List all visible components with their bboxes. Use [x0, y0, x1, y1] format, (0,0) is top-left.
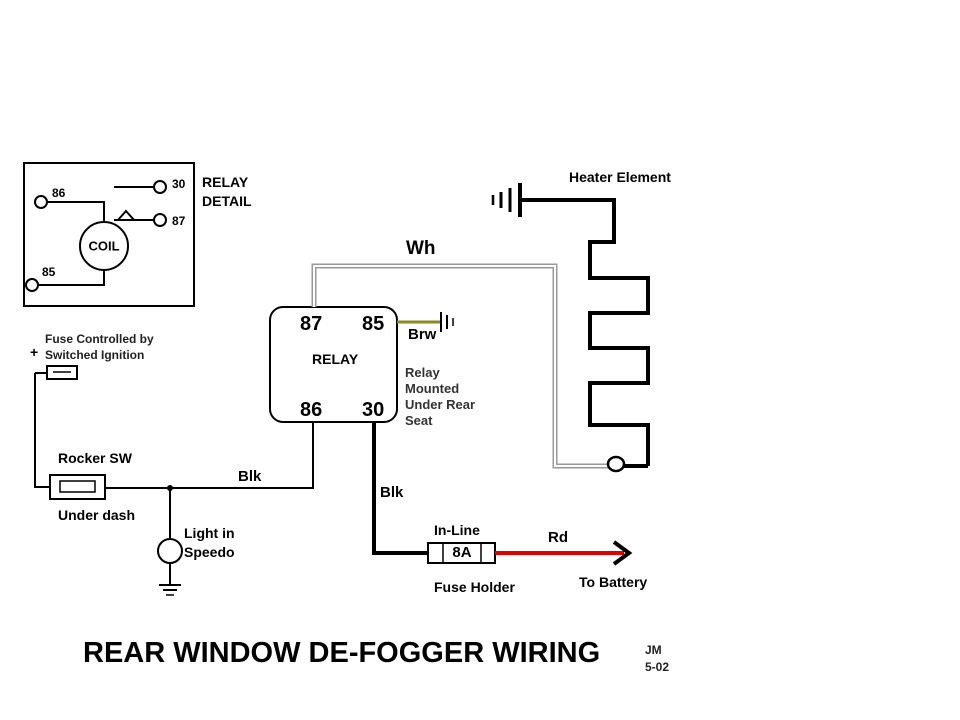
pin-85-label: 85: [42, 265, 56, 279]
speedo-light-label-2: Speedo: [184, 544, 235, 560]
positive-sign: +: [30, 344, 38, 360]
relay-label: RELAY: [312, 351, 359, 367]
relay-detail-title-2: DETAIL: [202, 193, 252, 209]
heater-element-label: Heater Element: [569, 169, 671, 185]
relay-mount-note-4: Seat: [405, 413, 433, 428]
inline-fuse-bottom-label: Fuse Holder: [434, 579, 515, 595]
pin-86-terminal: [34, 195, 48, 209]
relay-terminal-86: 86: [300, 399, 322, 421]
battery-label: To Battery: [579, 574, 647, 590]
coil-label: COIL: [88, 238, 119, 253]
fuse-rating: 8A: [452, 544, 471, 561]
relay-mount-note-3: Under Rear: [405, 397, 475, 412]
pin-30-label: 30: [172, 177, 186, 191]
speedo-light-symbol: [157, 538, 183, 564]
ignition-fuse-symbol: [35, 365, 78, 380]
pin-87-label: 87: [172, 214, 186, 228]
rocker-switch-label: Rocker SW: [58, 450, 133, 466]
contact-87-arrow: [117, 209, 135, 221]
pin-86-label: 86: [52, 186, 66, 200]
relay-terminal-85: 85: [362, 313, 384, 335]
heater-terminal: [606, 455, 626, 473]
white-wire-label: Wh: [406, 238, 436, 259]
speedo-light-label-1: Light in: [184, 525, 235, 541]
rocker-switch-location: Under dash: [58, 507, 135, 523]
fuse-ignition-label-2: Switched Ignition: [45, 348, 144, 362]
relay-detail-title-1: RELAY: [202, 174, 249, 190]
fuse-ignition-label-1: Fuse Controlled by: [45, 332, 154, 346]
pin-85-wire: [38, 270, 105, 286]
rocker-switch-symbol: [49, 474, 106, 500]
relay-mount-note-1: Relay: [405, 365, 440, 380]
pin-86-wire: [47, 201, 105, 222]
ignition-feed-wire: [34, 373, 50, 488]
switch-to-relay-wire: [105, 422, 314, 489]
red-wire-label: Rd: [548, 529, 568, 546]
battery-arrow-icon: [612, 540, 633, 566]
ground-symbol-relay: [440, 312, 454, 332]
relay-body: [269, 306, 398, 423]
relay-terminal-87: 87: [300, 313, 322, 335]
inline-fuse-top-label: In-Line: [434, 522, 480, 538]
brown-white-wire-label: Brw: [408, 326, 437, 343]
relay-detail: COIL 86 85 30 87: [23, 162, 195, 307]
author-initials: JM: [645, 643, 662, 657]
relay-to-fuse-wire: [372, 422, 428, 555]
pin-30-terminal: [153, 180, 167, 194]
white-wire: [311, 263, 609, 469]
diagram-date: 5-02: [645, 660, 669, 674]
relay: 87 85 RELAY 86 30: [269, 306, 398, 423]
ground-symbol-heater: [491, 183, 522, 217]
relay-mount-note-2: Mounted: [405, 381, 459, 396]
relay-detail-frame: [23, 162, 195, 307]
switch-wire-label: Blk: [238, 468, 262, 485]
relay-terminal-30: 30: [362, 399, 384, 421]
pin-87-terminal: [153, 213, 167, 227]
ground-symbol-light: [159, 584, 181, 596]
heater-element: [520, 198, 650, 473]
pin-85-terminal: [25, 278, 39, 292]
white-wire-core: [313, 265, 609, 467]
diagram-title: REAR WINDOW DE-FOGGER WIRING: [83, 637, 600, 669]
fuse-wire-label: Blk: [380, 484, 404, 501]
